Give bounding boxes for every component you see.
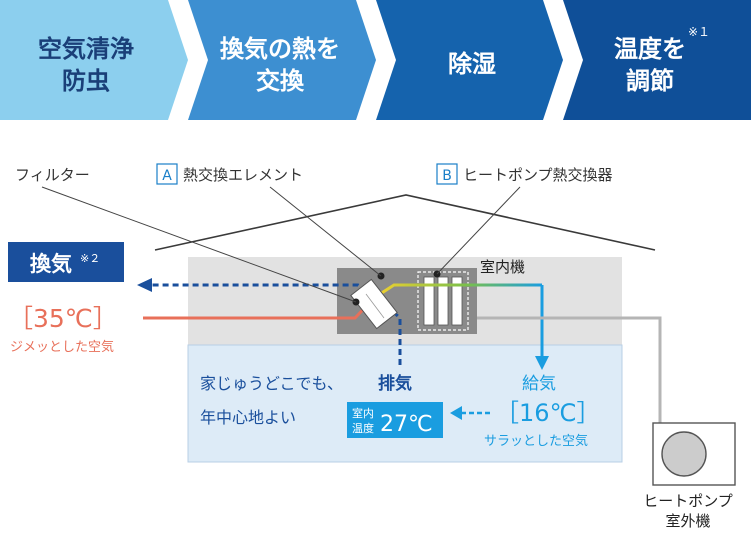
heatpump-exchanger-label: ヒートポンプ熱交換器 (463, 166, 613, 184)
ventilation-note: ※２ (80, 252, 100, 265)
step-2-chevron (188, 0, 376, 120)
outdoor-unit-fan (661, 431, 707, 477)
house-roof (154, 194, 656, 251)
step-2-line2: 交換 (256, 67, 305, 95)
step-3-chevron (376, 0, 563, 120)
supply-arrow-head (535, 356, 549, 370)
room-temp-value: 27℃ (380, 412, 433, 437)
supply-temp: ［16℃］ (495, 399, 601, 427)
filter-pointer-line (41, 186, 357, 303)
room-temp-label-line1: 室内 (352, 406, 374, 420)
heat-exchange-element (350, 278, 398, 330)
step-chevrons: 空気清浄 防虫 換気の熱を 交換 除湿 温度を ※１ 調節 (0, 0, 751, 120)
step-4-chevron (563, 0, 751, 120)
exhaust-arrow-head (137, 278, 152, 292)
outside-temp: ［35℃］ (8, 304, 118, 333)
indoor-unit-label: 室内機 (480, 258, 525, 276)
house (154, 194, 656, 463)
heatpump-badge-box (436, 163, 458, 185)
room-message-line2: 年中心地よい (200, 408, 296, 427)
room-temp-badge (347, 402, 443, 438)
outdoor-unit-label-line1: ヒートポンプ (643, 492, 733, 510)
step-1-line2: 防虫 (62, 67, 110, 95)
step-1-line1: 空気清浄 (38, 35, 134, 63)
label-pointers (41, 186, 521, 303)
step-4-note: ※１ (688, 25, 710, 39)
exhaust-air-path (150, 283, 402, 365)
outside-air-desc: ジメッとした空気 (10, 339, 114, 355)
step-4-line2: 調節 (626, 67, 674, 95)
step-1-chevron (0, 0, 188, 120)
heatpump-fin-3 (451, 276, 463, 326)
exhaust-label: 排気 (378, 373, 412, 394)
ventilation-label: 換気 (30, 252, 72, 276)
heatpump-fin-1 (423, 276, 435, 326)
element-inner-line (365, 293, 385, 319)
supply-air-desc: サラッとした空気 (484, 433, 588, 449)
element-badge: A (162, 168, 172, 184)
return-arrow-head (450, 406, 462, 420)
ventilation-badge (8, 242, 124, 282)
heatpump-badge: B (442, 168, 452, 184)
filter-label: フィルター (15, 166, 90, 184)
heatpump-pointer-line (436, 186, 521, 275)
step-2-line1: 換気の熱を (220, 35, 340, 63)
outdoor-unit (477, 316, 736, 486)
element-badge-box (156, 163, 178, 185)
step-3-line1: 除湿 (448, 50, 496, 78)
heatpump-exchanger-box (417, 271, 469, 331)
outdoor-unit-label-line2: 室外機 (665, 512, 710, 530)
heatpump-fin-2 (437, 276, 449, 326)
element-pointer-line (269, 186, 382, 277)
step-4-line1: 温度を (614, 35, 686, 63)
room-temp-label-line2: 温度 (352, 421, 374, 435)
element-label: 熱交換エレメント (183, 166, 303, 184)
room-message-line1: 家じゅうどこでも、 (200, 374, 343, 393)
refrigerant-pipe (477, 316, 662, 430)
supply-label: 給気 (522, 374, 556, 394)
